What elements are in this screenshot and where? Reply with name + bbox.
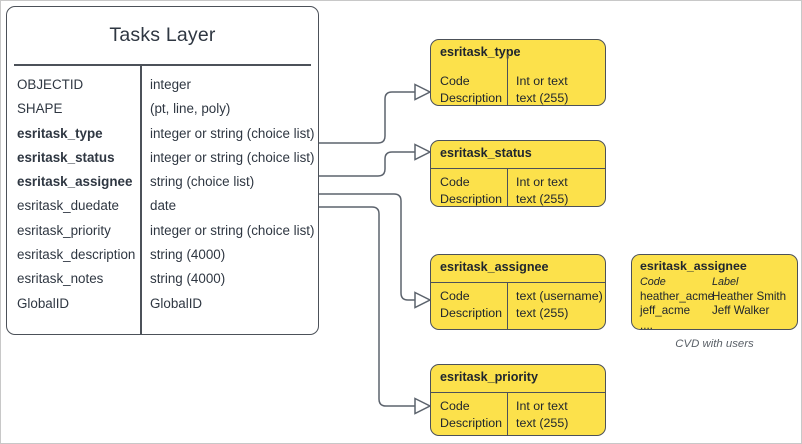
- cvd-title: esritask_assignee: [640, 259, 747, 273]
- domain-header-divider: [431, 168, 605, 170]
- domain-title: esritask_assignee: [440, 260, 549, 274]
- domain-header-divider: [431, 392, 605, 394]
- text-line: Jeff Walker: [712, 304, 770, 318]
- domain-title: esritask_priority: [440, 370, 539, 384]
- arrowhead-esritask-type: [414, 83, 432, 101]
- text-line: text (255): [516, 192, 569, 206]
- entity-field-name: esritask_status: [17, 149, 115, 165]
- entity-field-row: esritask_assignee string (choice list): [7, 170, 318, 194]
- entity-field-type: string (4000): [150, 247, 226, 263]
- entity-field-name: esritask_notes: [17, 271, 104, 287]
- entity-field-name: esritask_assignee: [17, 174, 133, 190]
- cvd-code-header: Code: [640, 276, 666, 288]
- text-line: Code: [440, 74, 470, 88]
- text-line: Int or text: [516, 399, 568, 413]
- entity-field-type: date: [150, 198, 177, 214]
- entity-field-type: (pt, line, poly): [150, 101, 231, 117]
- entity-column-divider: [140, 64, 142, 334]
- text-line: Description: [440, 91, 502, 105]
- text-line: heather_acme: [640, 289, 715, 303]
- entity-title: Tasks Layer: [109, 24, 216, 46]
- connector-esritask-assignee: [319, 193, 415, 301]
- text-line: Heather Smith: [712, 289, 787, 303]
- text-line: ....: [640, 318, 653, 332]
- arrowhead-esritask-priority: [414, 397, 432, 415]
- entity-field-type: integer or string (choice list): [150, 125, 315, 141]
- text-line: Description: [440, 306, 502, 320]
- text-line: Description: [440, 416, 502, 430]
- entity-field-type: GlobalID: [150, 295, 203, 311]
- domain-type-column: Int or text text (255): [516, 73, 568, 107]
- entity-field-row: SHAPE (pt, line, poly): [7, 97, 318, 121]
- domain-title: esritask_status: [440, 146, 532, 160]
- entity-field-type: string (choice list): [150, 174, 255, 190]
- entity-field-row: GlobalID GlobalID: [7, 292, 318, 316]
- entity-field-type: integer or string (choice list): [150, 149, 315, 165]
- text-line: Int or text: [516, 175, 568, 189]
- domain-title: esritask_type: [440, 45, 521, 59]
- entity-title-divider: [14, 64, 311, 66]
- text-line: Description: [440, 192, 502, 206]
- connector-esritask-type: [319, 91, 415, 144]
- entity-field-row: esritask_priority integer or string (choi…: [7, 219, 318, 243]
- entity-field-row: OBJECTID integer: [7, 73, 318, 97]
- text-line: Code: [440, 175, 470, 189]
- entity-field-name: SHAPE: [17, 101, 63, 117]
- connector-esritask-status: [319, 151, 415, 177]
- text-line: Code: [440, 289, 470, 303]
- entity-field-name: esritask_duedate: [17, 198, 119, 214]
- domain-type-column: text (username) text (255): [516, 288, 603, 322]
- entity-field-row: esritask_description string (4000): [7, 243, 318, 267]
- text-line: text (255): [516, 306, 569, 320]
- connector-esritask-priority: [319, 206, 415, 407]
- domain-type-column: Int or text text (255): [516, 398, 568, 432]
- domain-column-divider: [507, 168, 509, 206]
- entity-field-row: esritask_duedate date: [7, 194, 318, 218]
- text-line: Int or text: [516, 74, 568, 88]
- domain-column-divider: [507, 54, 509, 105]
- cvd-caption: CVD with users: [675, 338, 754, 350]
- entity-field-name: OBJECTID: [17, 77, 84, 92]
- domain-type-column: Int or text text (255): [516, 174, 568, 208]
- domain-column-divider: [507, 392, 509, 435]
- domain-header-divider: [431, 282, 605, 284]
- entity-field-name: esritask_description: [17, 247, 136, 263]
- entity-field-row: esritask_notes string (4000): [7, 267, 318, 291]
- arrowhead-esritask-status: [414, 143, 432, 161]
- entity-field-row: esritask_type integer or string (choice l…: [7, 122, 318, 146]
- domain-column-divider: [507, 282, 509, 329]
- cvd-label-header: Label: [712, 276, 739, 288]
- entity-field-name: GlobalID: [17, 295, 70, 311]
- entity-field-type: string (4000): [150, 271, 226, 287]
- text-line: jeff_acme: [640, 304, 691, 318]
- entity-field-name: esritask_priority: [17, 222, 111, 238]
- text-line: text (255): [516, 416, 569, 430]
- entity-field-name: esritask_type: [17, 125, 103, 141]
- entity-field-type: integer or string (choice list): [150, 222, 315, 238]
- entity-field-type: integer: [150, 77, 191, 92]
- entity-field-row: esritask_status integer or string (choice…: [7, 146, 318, 170]
- text-line: Code: [440, 399, 470, 413]
- arrowhead-esritask-assignee: [414, 291, 432, 309]
- text-line: text (username): [516, 289, 603, 303]
- text-line: text (255): [516, 91, 569, 105]
